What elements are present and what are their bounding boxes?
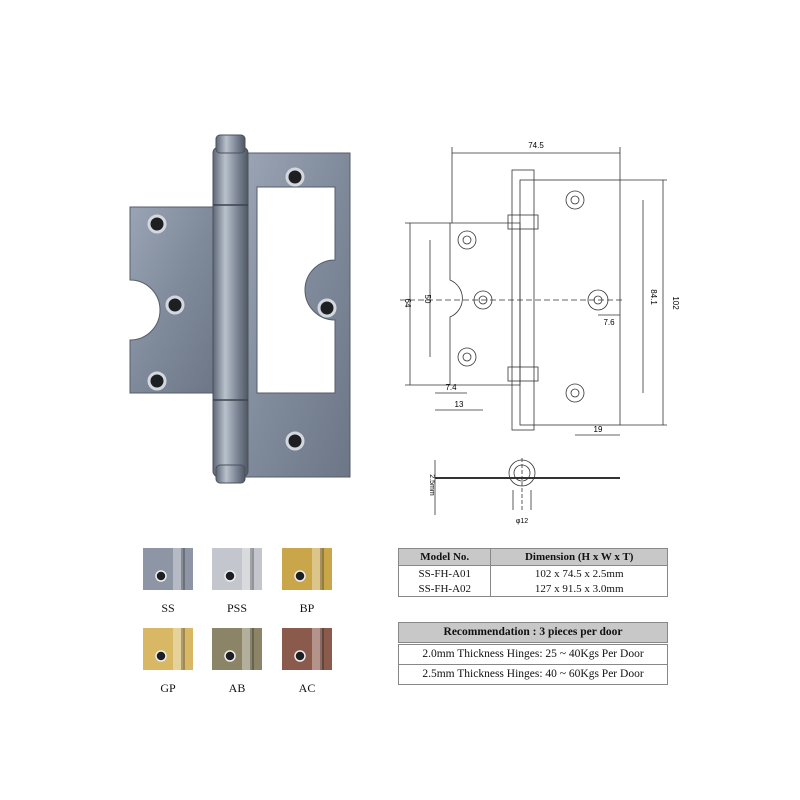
header-dimension: Dimension (H x W x T) [490,548,668,566]
finish-label: PSS [226,601,248,615]
dim-left-height: 64 [403,299,412,308]
hinge-photo [129,134,351,484]
recommendation-line: 2.5mm Thickness Hinges: 40 ~ 60Kgs Per D… [398,665,668,685]
finish-label: BP [299,601,315,615]
dim-left-inner: 50 [423,295,432,304]
finish-label: GP [160,681,176,695]
dim-pin: φ12 [516,518,528,525]
recommendation-line: 2.0mm Thickness Hinges: 25 ~ 40Kgs Per D… [398,644,668,665]
finish-label: AC [298,681,316,695]
dim-width: 74.5 [528,141,544,150]
finish-swatch-ab [212,628,262,670]
recommendation-title: Recommendation : 3 pieces per door [398,622,668,643]
dimension-cell: 102 x 74.5 x 2.5mm [490,565,668,581]
recommendation-box: Recommendation : 3 pieces per door 2.0mm… [398,622,668,685]
table-row: SS-FH-A01 102 x 74.5 x 2.5mm [397,565,668,581]
dim-7-4: 7.4 [445,383,457,392]
finish-swatch-ac [282,628,332,670]
finish-swatch-gp [143,628,193,670]
dim-13: 13 [455,400,464,409]
finish-swatch-pss [212,548,262,590]
header-model: Model No. [397,548,492,566]
technical-drawing: 74.5 102 84.1 64 50 7.6 7.4 13 19 2.5mm … [400,141,680,525]
model-cell: SS-FH-A01 [397,565,492,581]
finish-label: SS [161,601,175,615]
model-cell: SS-FH-A02 [397,581,492,597]
table-row: SS-FH-A02 127 x 91.5 x 3.0mm [397,581,668,597]
dim-height-outer: 102 [671,296,680,310]
dimension-cell: 127 x 91.5 x 3.0mm [490,581,668,597]
finish-swatch-ss [143,548,193,590]
specs-table: Model No. Dimension (H x W x T) SS-FH-A0… [397,548,668,597]
finish-swatch-bp [282,548,332,590]
dim-19: 19 [594,425,603,434]
dim-height-inner: 84.1 [649,289,658,305]
finish-label: AB [228,681,246,695]
dim-thickness: 2.5mm [428,474,435,496]
dim-7-6: 7.6 [603,318,615,327]
